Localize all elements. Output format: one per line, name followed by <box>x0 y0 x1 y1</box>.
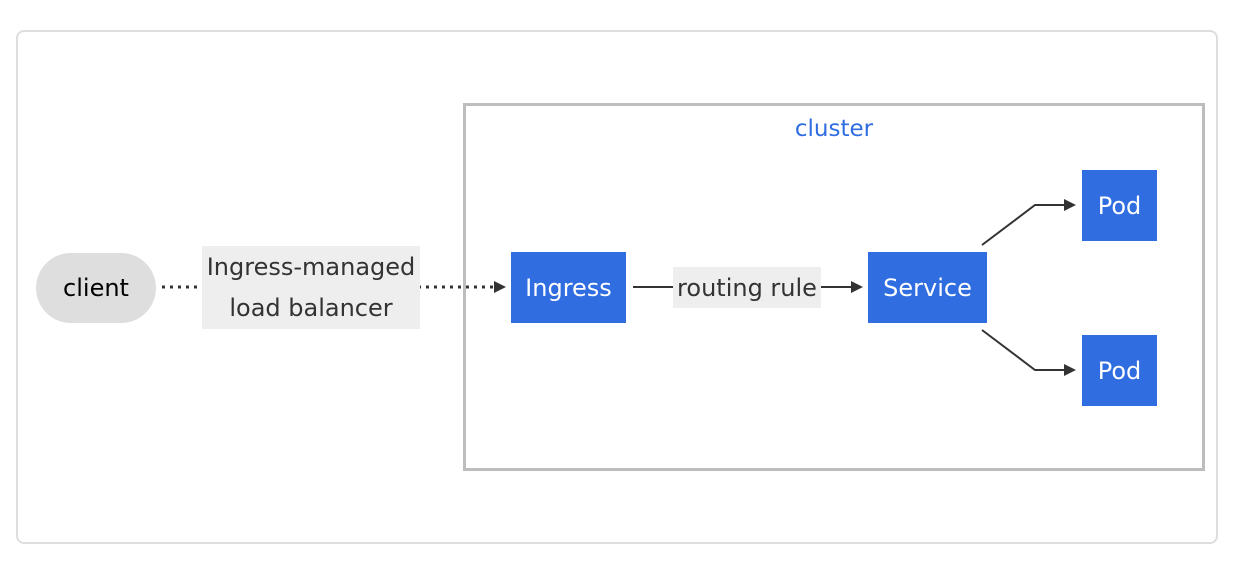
pod-node-top-label: Pod <box>1097 191 1142 220</box>
load-balancer-label-line2: load balancer <box>229 293 393 322</box>
pod-node-bottom-label: Pod <box>1097 356 1142 385</box>
edge-service-pod-top <box>981 199 1076 246</box>
routing-rule-edge-label: routing rule <box>673 267 821 308</box>
pod-node-bottom: Pod <box>1082 335 1157 406</box>
client-node: client <box>36 253 156 323</box>
load-balancer-label-line1: Ingress-managed <box>206 252 416 281</box>
load-balancer-edge-label: Ingress-managed load balancer <box>202 246 420 329</box>
pod-node-top: Pod <box>1082 170 1157 241</box>
service-node: Service <box>868 252 987 323</box>
ingress-node-label: Ingress <box>525 273 612 302</box>
ingress-node: Ingress <box>511 252 626 323</box>
service-node-label: Service <box>883 273 972 302</box>
cluster-label: cluster <box>794 116 874 142</box>
client-node-label: client <box>63 274 129 302</box>
routing-rule-label: routing rule <box>677 273 817 302</box>
edge-service-pod-bottom <box>981 329 1076 376</box>
